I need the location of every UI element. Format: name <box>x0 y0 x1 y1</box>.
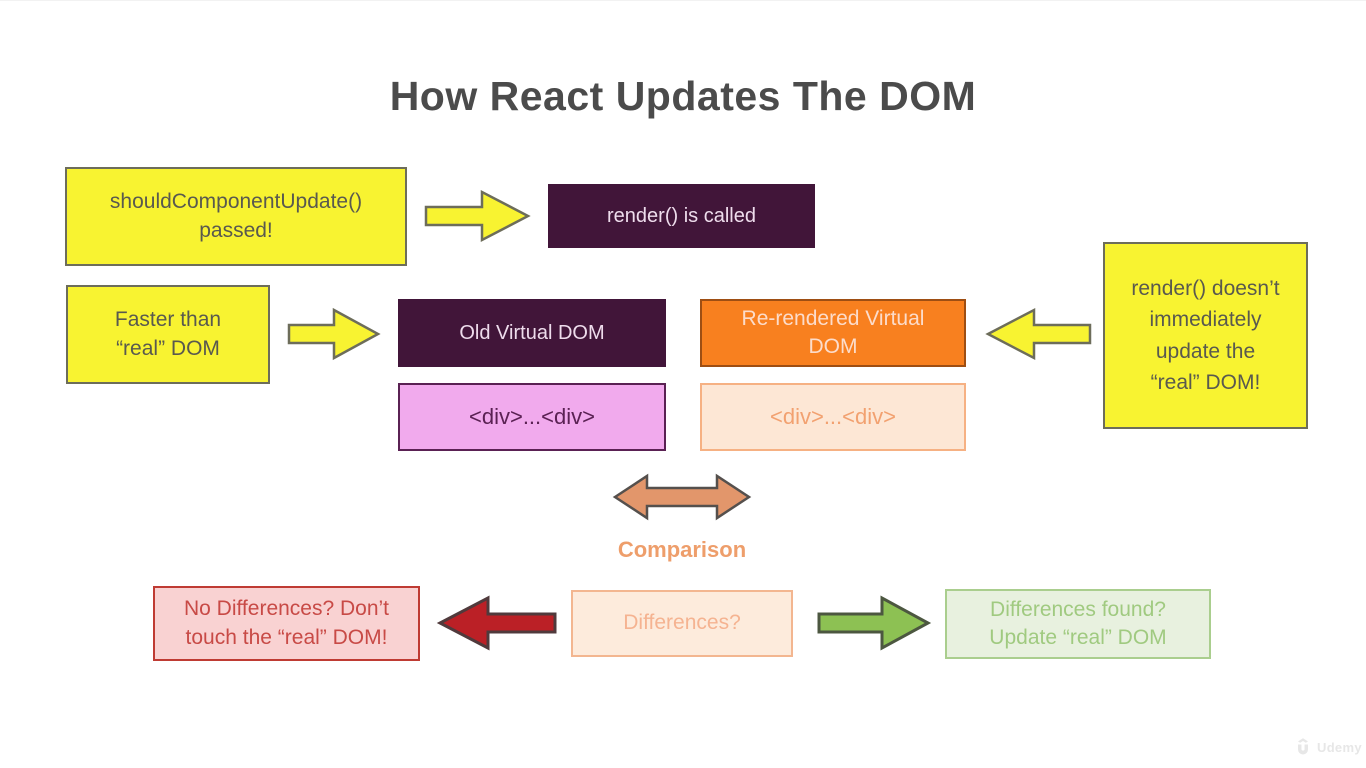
flow-arrow-right-shape <box>424 189 531 243</box>
udemy-logo-icon <box>1298 738 1308 755</box>
flow-arrow-right-shape <box>287 307 381 361</box>
flow-arrow-right-icon <box>287 307 381 361</box>
box-should-component-update: shouldComponentUpdate() passed! <box>65 167 407 266</box>
box-should-component-update-label: shouldComponentUpdate() passed! <box>109 190 363 242</box>
comparison-double-arrow-icon <box>612 473 752 521</box>
box-faster-than-real-dom-label: Faster than “real” DOM <box>114 308 222 360</box>
page-title: How React Updates The DOM <box>389 73 977 119</box>
flow-arrow-left-shape <box>985 307 1092 361</box>
box-render-is-called-label: render() is called <box>607 204 756 227</box>
box-differences-label: Differences? <box>623 611 741 635</box>
box-old-virtual-dom: Old Virtual DOM <box>398 299 666 367</box>
box-differences: Differences? <box>571 590 793 657</box>
box-rerendered-virtual-dom: Re-rendered Virtual DOM <box>700 299 966 367</box>
comparison-label: Comparison <box>617 537 747 562</box>
flow-arrow-left-icon <box>985 307 1092 361</box>
box-render-note: render() doesn’t immediately update the … <box>1103 242 1308 429</box>
box-old-virtual-dom-label: Old Virtual DOM <box>459 321 605 344</box>
box-differences-found: Differences found? Update “real” DOM <box>945 589 1211 659</box>
box-differences-found-label: Differences found? Update “real” DOM <box>989 597 1167 649</box>
no-differences-arrow-left-icon <box>436 595 557 651</box>
udemy-watermark: Udemy <box>1293 737 1362 757</box>
box-no-differences: No Differences? Don’t touch the “real” D… <box>153 586 420 661</box>
udemy-logo-caret <box>1298 738 1308 743</box>
differences-found-arrow-shape <box>817 595 932 651</box>
box-new-div-snippet: <div>...<div> <box>700 383 966 451</box>
comparison-double-arrow-shape <box>612 473 752 521</box>
box-faster-than-real-dom: Faster than “real” DOM <box>66 285 270 384</box>
differences-found-arrow-right-icon <box>817 595 932 651</box>
udemy-logo-u <box>1298 744 1308 755</box>
box-old-div-snippet-label: <div>...<div> <box>469 404 595 430</box>
box-rerendered-virtual-dom-label: Re-rendered Virtual DOM <box>741 306 925 358</box>
box-old-div-snippet: <div>...<div> <box>398 383 666 451</box>
no-differences-arrow-shape <box>436 595 557 651</box>
box-new-div-snippet-label: <div>...<div> <box>770 404 896 430</box>
box-render-note-label: render() doesn’t immediately update the … <box>1131 276 1280 395</box>
flow-arrow-right-icon <box>424 189 531 243</box>
box-render-is-called: render() is called <box>548 184 815 248</box>
box-no-differences-label: No Differences? Don’t touch the “real” D… <box>183 597 390 649</box>
udemy-watermark-label: Udemy <box>1317 739 1362 755</box>
